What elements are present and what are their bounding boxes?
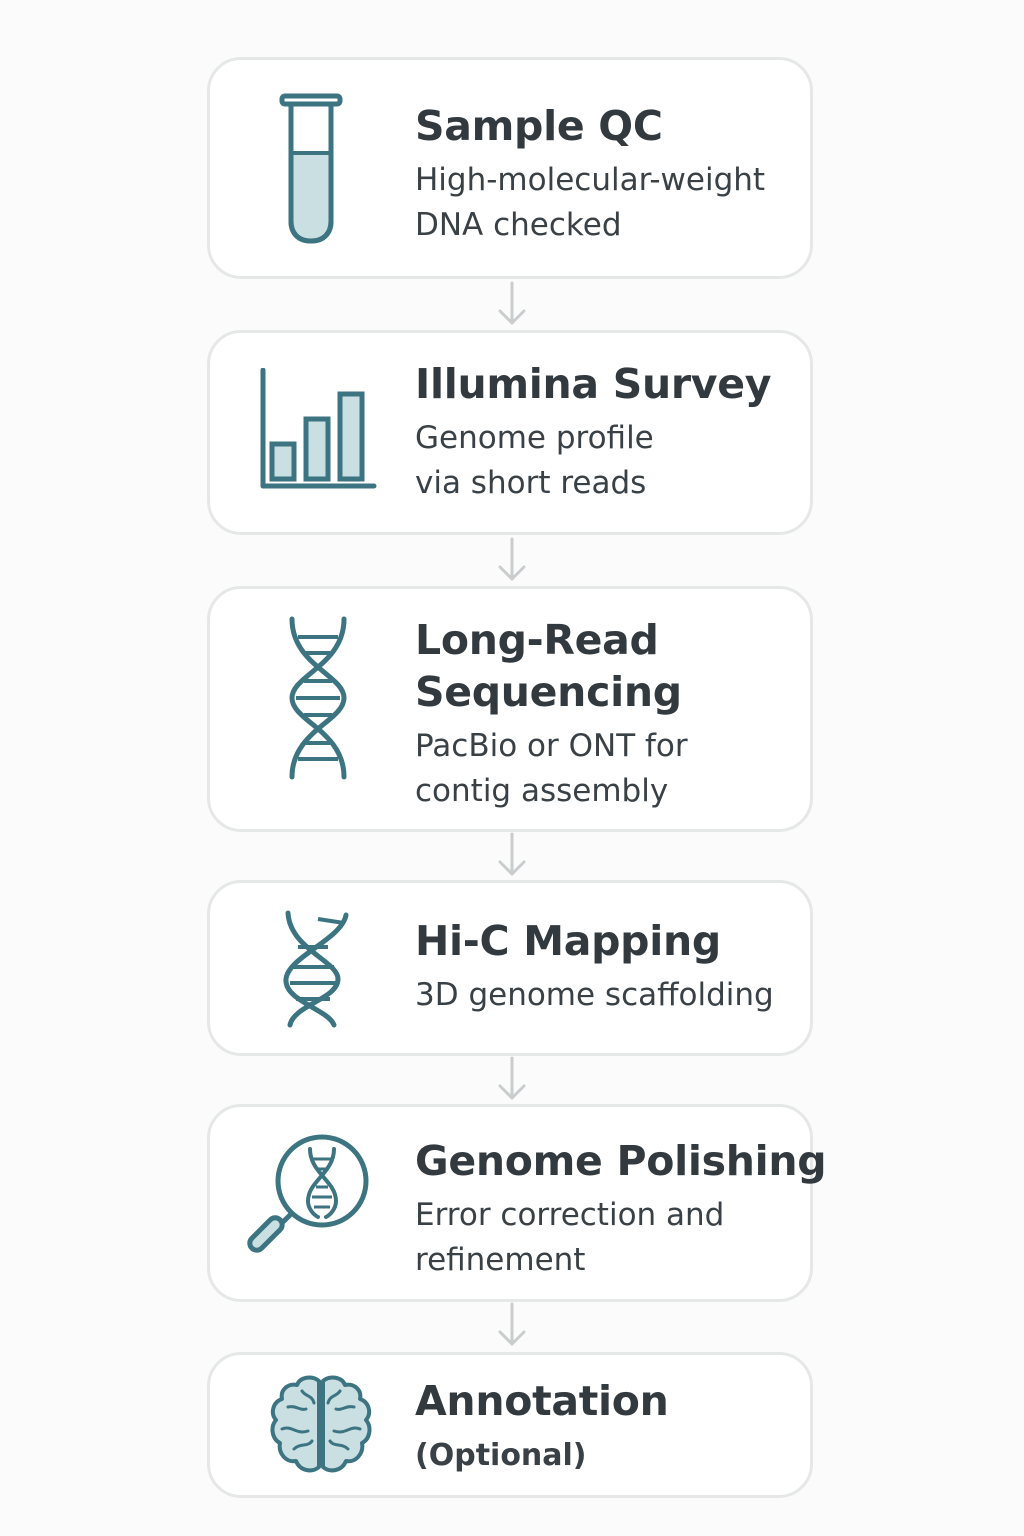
dna-helix-icon <box>286 615 350 781</box>
step-title: Annotation <box>415 1377 669 1425</box>
step-text: Genome Polishing Error correction and re… <box>415 1135 827 1283</box>
step-description: Genome profile via short reads <box>415 420 654 501</box>
step-text: Hi-C Mapping 3D genome scaffolding <box>415 915 802 1018</box>
brain-icon <box>266 1373 376 1477</box>
arrow-down-icon <box>498 281 526 325</box>
step-card-genome-polishing: Genome Polishing Error correction and re… <box>207 1104 827 1302</box>
step-text: Illumina Survey Genome profile via short… <box>415 358 802 506</box>
arrow-down-icon <box>498 1302 526 1346</box>
step-card-long-read-sequencing: Long-Read Sequencing PacBio or ONT for c… <box>207 586 813 832</box>
step-description: 3D genome scaffolding <box>415 977 774 1013</box>
step-card-sample-qc: Sample QC High-molecular-weight DNA chec… <box>207 57 813 279</box>
dna-helix-icon <box>276 909 352 1029</box>
step-description: Error correction and refinement <box>415 1197 725 1278</box>
step-text: Annotation (Optional) <box>415 1375 802 1478</box>
step-text: Long-Read Sequencing PacBio or ONT for c… <box>415 614 802 814</box>
step-card-annotation: Annotation (Optional) <box>207 1352 813 1498</box>
step-title: Illumina Survey <box>415 360 772 408</box>
step-title: Sample QC <box>415 102 663 150</box>
step-description: PacBio or ONT for contig assembly <box>415 728 688 809</box>
arrow-down-icon <box>498 1056 526 1100</box>
step-card-hi-c-mapping: Hi-C Mapping 3D genome scaffolding <box>207 880 813 1056</box>
arrow-down-icon <box>498 537 526 581</box>
step-title: Genome Polishing <box>415 1137 827 1185</box>
step-title: Hi-C Mapping <box>415 917 721 965</box>
magnifier-dna-icon <box>246 1131 372 1259</box>
step-description: High-molecular-weight DNA checked <box>415 162 766 243</box>
bar-chart-icon <box>258 368 378 492</box>
step-title: Long-Read Sequencing <box>415 616 682 716</box>
step-text: Sample QC High-molecular-weight DNA chec… <box>415 100 802 248</box>
arrow-down-icon <box>498 832 526 876</box>
test-tube-icon <box>278 93 344 247</box>
step-description: (Optional) <box>415 1438 587 1473</box>
step-card-illumina-survey: Illumina Survey Genome profile via short… <box>207 330 813 535</box>
